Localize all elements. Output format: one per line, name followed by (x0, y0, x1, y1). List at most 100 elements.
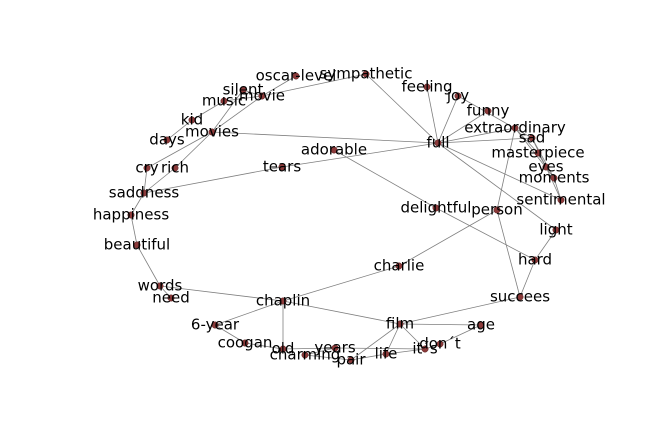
node-label-6-year: 6-year (191, 316, 240, 334)
node-label-chaplin: chaplin (256, 292, 310, 310)
node-silent (239, 86, 247, 94)
edge-silent-movies (211, 89, 244, 133)
node-eyes (542, 163, 550, 171)
edge-moments-sentimental (553, 177, 562, 201)
edge-oscar-level-movie (261, 75, 297, 97)
node-label-pair: pair (336, 351, 366, 369)
edge-tears-saddness (143, 166, 283, 194)
node-words (156, 282, 164, 290)
node-label-hard: hard (518, 251, 552, 269)
node-label-feeling: feeling (401, 78, 452, 96)
edge-film-pair (350, 323, 401, 361)
edge-movies-full (211, 131, 439, 144)
edge-years-it-s (334, 347, 426, 350)
node-label-it-s: it´s (412, 340, 438, 358)
node-label-succees: succees (490, 288, 550, 306)
node-label-full: full (426, 134, 449, 152)
node-it-s (421, 345, 429, 353)
edge-old-years (282, 347, 336, 350)
edge-joy-full (437, 95, 459, 144)
node-label-movie: movie (239, 87, 285, 105)
node-label-cry: cry (135, 159, 158, 177)
edge-years-charming (304, 347, 336, 356)
labels-layer: oscar-levelsympatheticfeelingjoysilentmo… (93, 65, 606, 369)
edge-film-it-s (399, 323, 426, 350)
node-label-sad: sad (519, 129, 546, 147)
node-label-funny: funny (467, 102, 510, 120)
node-label-words: words (138, 277, 183, 295)
edge-funny-full (437, 110, 489, 144)
node-label-oscar-level: oscar-level (256, 67, 337, 85)
node-hard (531, 256, 539, 264)
node-saddness (140, 189, 148, 197)
node-label-sentimental: sentimental (516, 191, 605, 209)
node-life (382, 350, 390, 358)
edge-movies-rich (174, 131, 213, 169)
edge-chaplin-film (282, 300, 401, 325)
edge-music-movie (223, 95, 263, 102)
edge-cry-saddness (143, 167, 148, 194)
edge-don-t-age (439, 324, 482, 345)
edge-joy-sad (457, 95, 533, 139)
node-days (163, 136, 171, 144)
edge-movie-movies (211, 95, 263, 133)
node-label-adorable: adorable (301, 141, 367, 159)
node-movies (208, 128, 216, 136)
node-label-need: need (152, 289, 190, 307)
node-rich (171, 164, 179, 172)
node-kid (188, 116, 196, 124)
edge-film-succees (399, 296, 521, 325)
edge-words-chaplin (159, 285, 284, 302)
node-label-film: film (386, 315, 414, 333)
node-label-sympathetic: sympathetic (320, 65, 413, 83)
node-joy (454, 92, 462, 100)
edge-happiness-beautiful (130, 214, 138, 246)
edge-beautiful-words (136, 244, 161, 287)
edge-charlie-chaplin (282, 265, 400, 302)
node-moments (550, 174, 558, 182)
edge-sympathetic-full (365, 73, 439, 144)
node-delightful (432, 204, 440, 212)
node-happiness (127, 211, 135, 219)
edge-sad-moments (531, 137, 555, 179)
node-6-year (211, 321, 219, 329)
node-beautiful (133, 241, 141, 249)
node-charlie (395, 262, 403, 270)
edge-hard-light (534, 229, 557, 261)
node-label-charming: charming (270, 346, 341, 364)
node-label-years: years (314, 339, 355, 357)
edge-film-life (385, 323, 401, 355)
node-label-tears: tears (263, 158, 301, 176)
node-adorable (330, 146, 338, 154)
node-label-delightful: delightful (401, 199, 472, 217)
edge-coogan-old (244, 342, 284, 350)
edge-life-it-s (385, 348, 426, 355)
edge-extraordinary-full (437, 127, 516, 144)
edge-chaplin-6-year (214, 300, 284, 326)
node-label-masterpiece: masterpiece (491, 144, 584, 162)
edge-delightful-hard (435, 207, 536, 261)
node-years (331, 344, 339, 352)
node-sad (528, 134, 536, 142)
edge-saddness-happiness (130, 192, 145, 216)
edge-person-charlie (398, 209, 498, 267)
node-masterpiece (534, 149, 542, 157)
node-label-rich: rich (161, 159, 189, 177)
node-cry (143, 164, 151, 172)
node-full (434, 139, 442, 147)
node-label-person: person (471, 201, 522, 219)
edge-sad-full (437, 137, 533, 144)
edge-charming-pair (304, 354, 352, 361)
node-label-light: light (539, 221, 572, 239)
edge-hard-succees (519, 259, 536, 298)
node-movie (258, 92, 266, 100)
edge-music-kid (191, 100, 225, 121)
node-age (477, 321, 485, 329)
edge-full-light (437, 142, 557, 231)
edge-film-age (399, 323, 482, 326)
node-label-happiness: happiness (93, 206, 169, 224)
node-charming (301, 351, 309, 359)
node-label-beautiful: beautiful (104, 236, 170, 254)
edge-full-sentimental (437, 142, 562, 201)
